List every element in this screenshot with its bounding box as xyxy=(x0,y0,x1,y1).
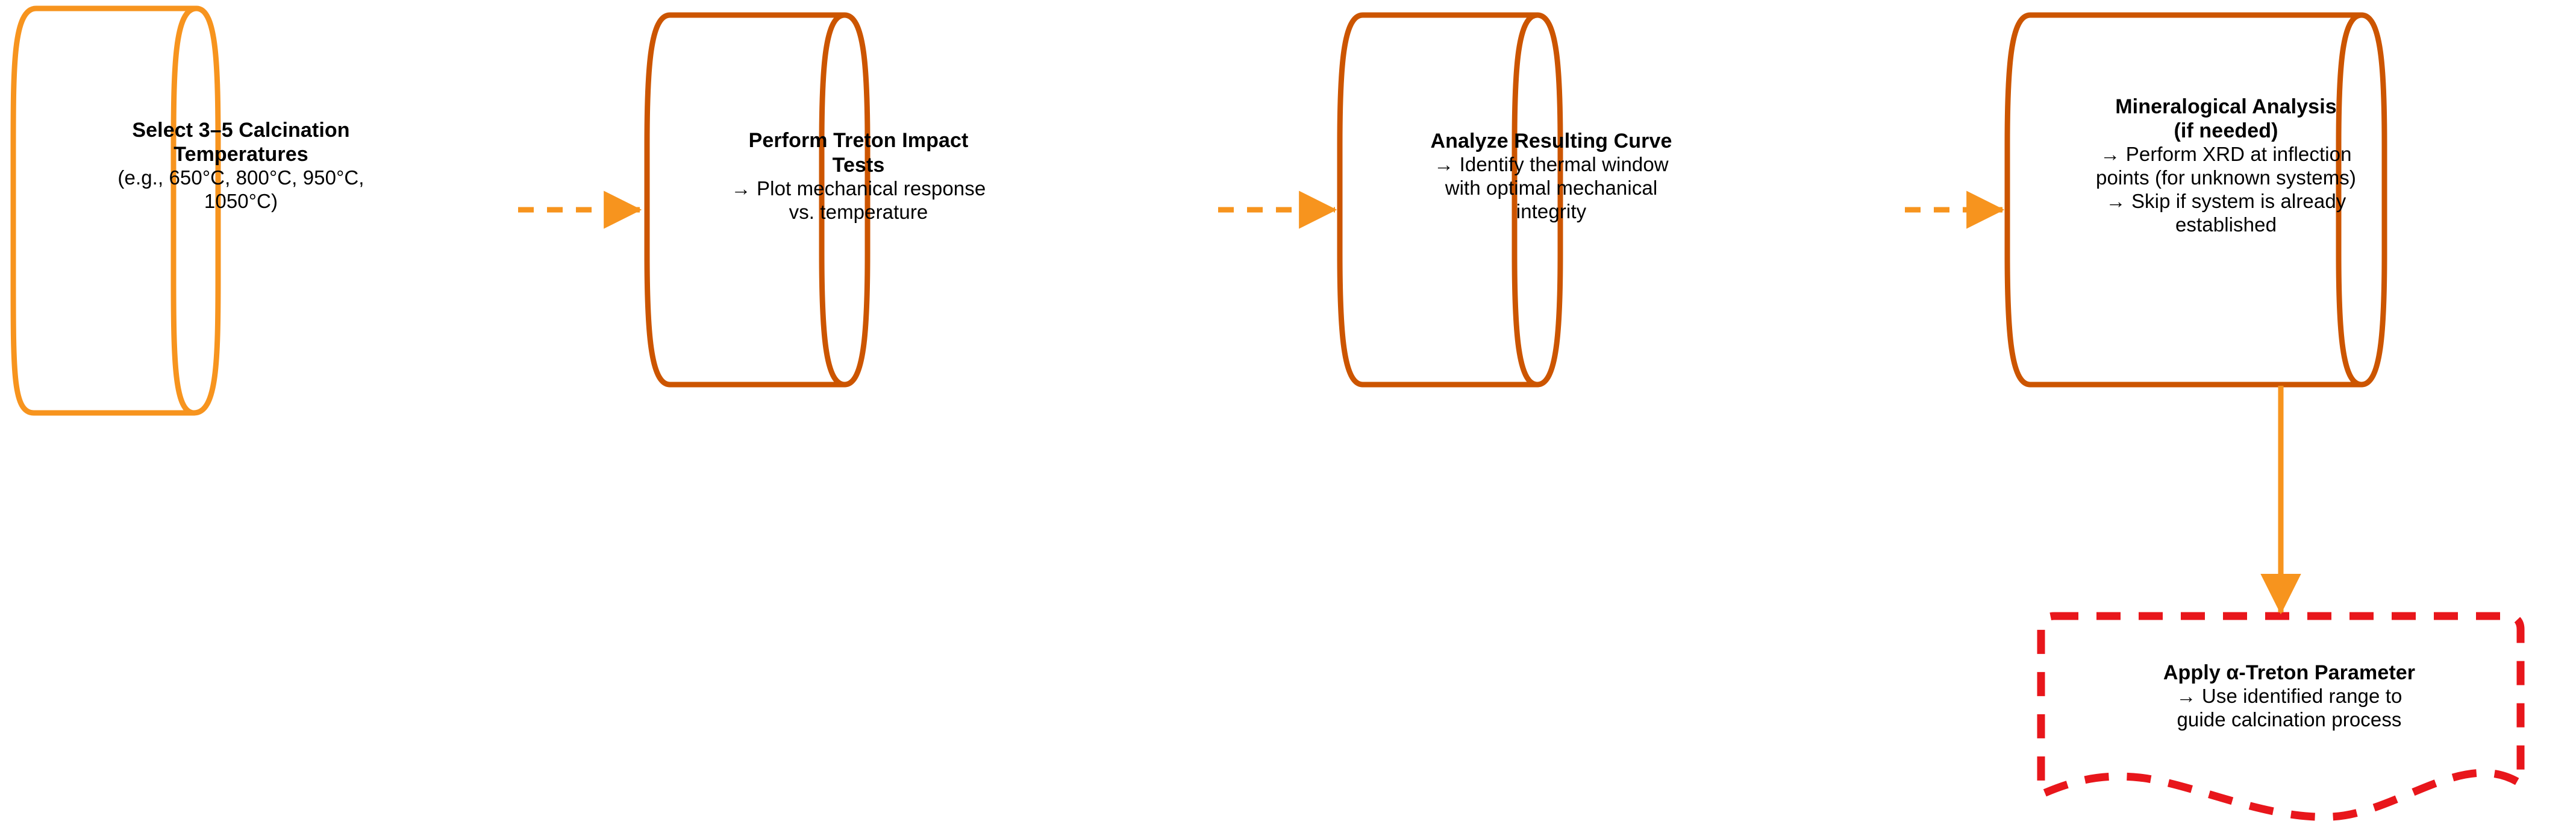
node-2-cylinder-cap xyxy=(842,12,871,388)
node-4-cylinder-cap xyxy=(2359,12,2387,388)
node-1-cylinder-cap xyxy=(191,5,221,416)
node-analyze-resulting-curve[interactable] xyxy=(1337,12,1563,388)
node-apply-alpha-treton-parameter[interactable] xyxy=(2037,612,2525,821)
node-select-temperatures[interactable] xyxy=(10,5,221,416)
node-3-cylinder-cap xyxy=(1534,12,1563,388)
node-4-cylinder-body xyxy=(2004,12,2365,388)
node-1-cylinder-body xyxy=(10,5,199,416)
node-2-cylinder-body xyxy=(644,12,848,388)
node-mineralogical-analysis[interactable] xyxy=(2004,12,2387,388)
node-5-document-outline xyxy=(2037,612,2525,821)
node-3-cylinder-body xyxy=(1337,12,1540,388)
node-perform-treton-impact-tests[interactable] xyxy=(644,12,871,388)
